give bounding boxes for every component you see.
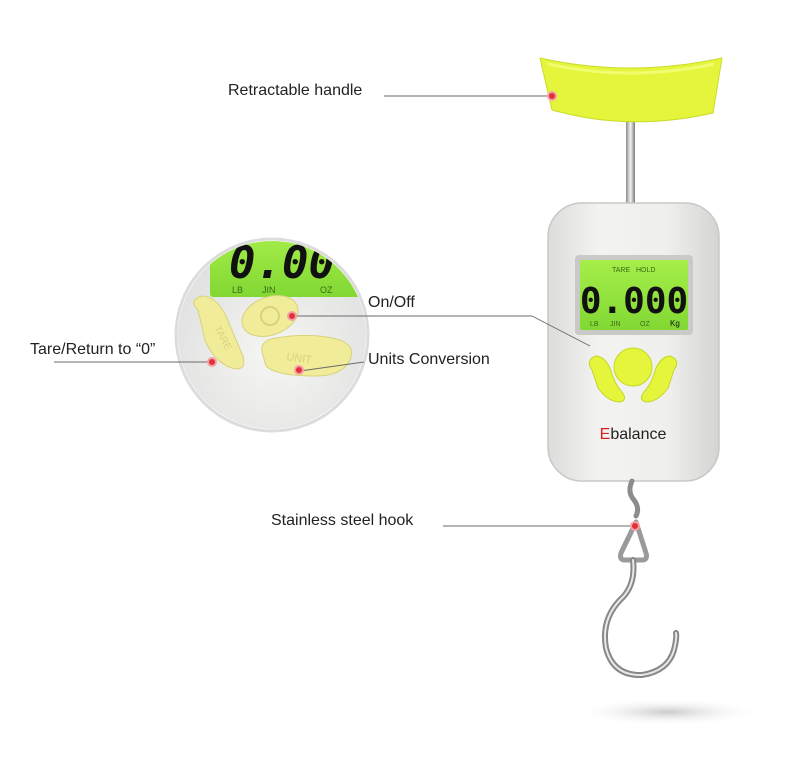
zoom-reading: 0.00 [229,238,335,289]
lcd-top-label-tare: TARE [612,267,630,274]
handle-rod [626,100,635,210]
ground-shadow [573,698,763,726]
brand-logo: Ebalance [600,426,667,443]
unit-button[interactable] [640,355,678,403]
lcd-bottom-label-lb: LB [590,321,599,328]
on-off-marker [287,311,297,321]
zoom-unit-text: UNIT [286,351,313,366]
label-stainless-hook: Stainless steel hook [271,512,414,529]
steel-hook [602,557,680,679]
zoom-label-oz: OZ [320,285,333,295]
zoom-tare-button [193,295,245,370]
label-units-conversion: Units Conversion [368,351,490,368]
handle-marker [547,91,557,101]
tare-button[interactable] [588,355,626,403]
label-retractable-handle: Retractable handle [228,82,363,99]
lcd-screen [580,260,688,330]
label-on-off: On/Off [368,294,415,311]
hook-marker [630,521,640,531]
lcd-bottom-label-jin: JIN [610,321,621,328]
units-marker [294,365,304,375]
hook-swivel [627,478,641,519]
on-off-button[interactable] [613,347,653,387]
leader-lines [54,95,633,527]
lcd-top-label-hold: HOLD [636,267,655,274]
label-tare: Tare/Return to “0” [30,341,156,358]
zoom-detail [174,237,370,433]
lcd-bottom-label-oz: OZ [640,321,650,328]
handle-grip [539,57,723,123]
lcd-unit: Kg [670,319,680,328]
tare-marker [207,357,217,367]
markers [207,91,640,531]
zoom-unit-button [261,334,353,377]
zoom-label-jin: JIN [262,285,276,295]
lcd-reading: 0.000 [580,281,688,322]
zoom-on-off-button [241,295,299,337]
zoom-label-lb: LB [232,285,243,295]
